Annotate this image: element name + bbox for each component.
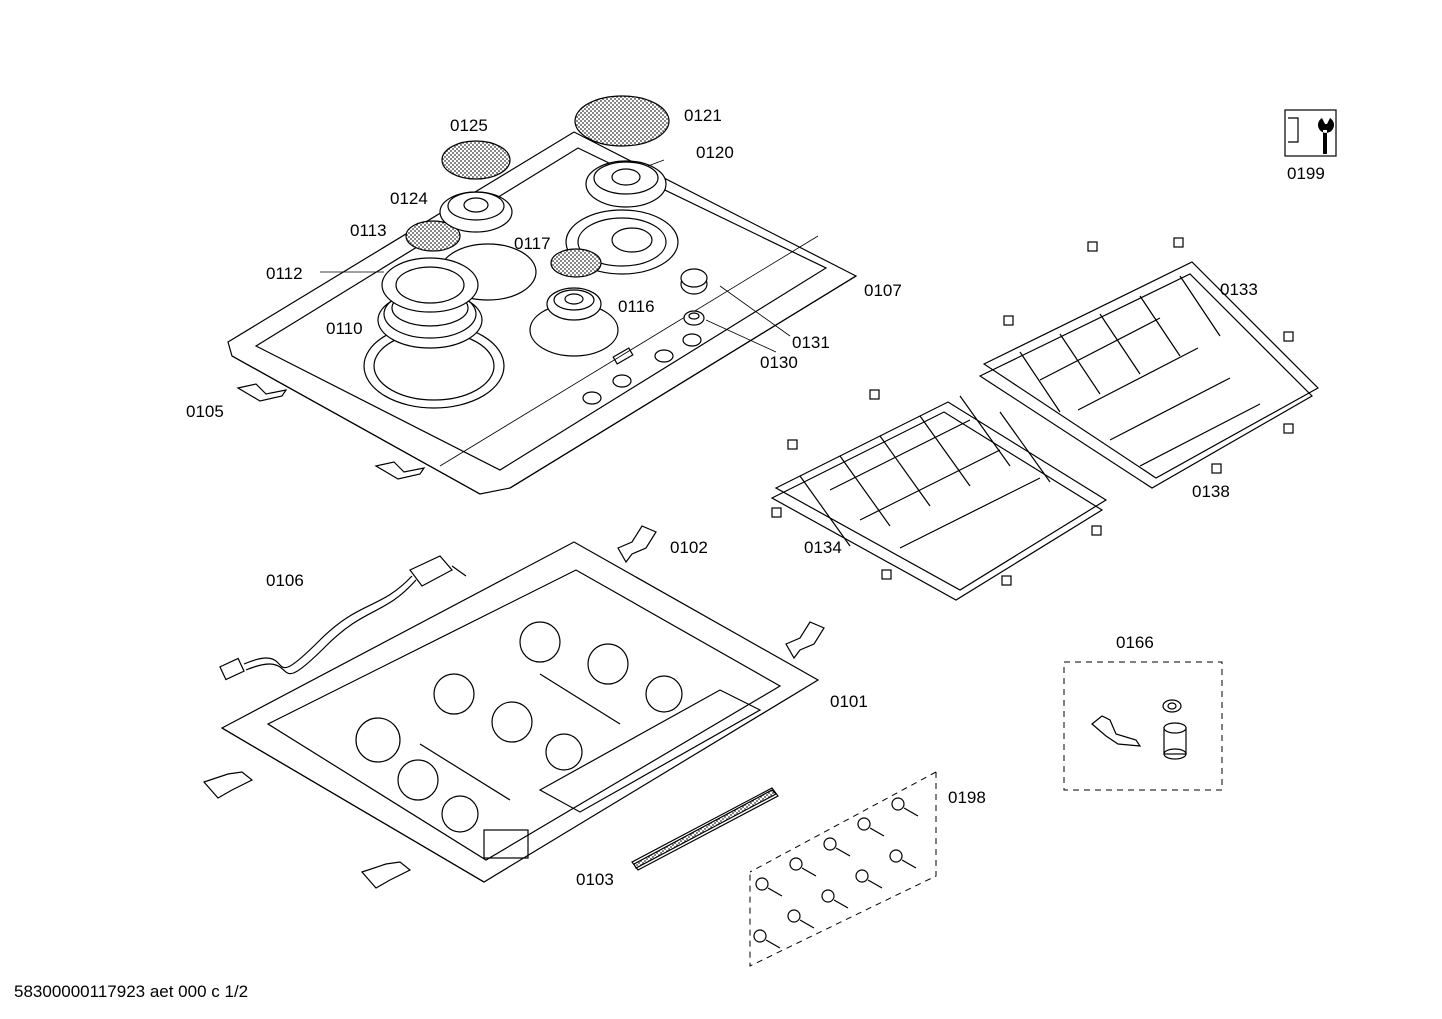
- label-0134: 0134: [804, 538, 842, 557]
- label-0199: 0199: [1287, 164, 1325, 183]
- label-0112: 0112: [266, 264, 303, 283]
- label-0106: 0106: [266, 571, 304, 590]
- label-0113: 0113: [350, 221, 387, 240]
- pan-support-left: [770, 389, 1108, 601]
- wrench-service-icon: [1284, 109, 1337, 157]
- screws-kit: [749, 771, 937, 967]
- label-0102: 0102: [670, 538, 708, 557]
- label-0116: 0116: [618, 297, 655, 316]
- label-0166: 0166: [1116, 633, 1154, 652]
- sealing-strip: [631, 787, 779, 871]
- label-0138: 0138: [1192, 482, 1230, 501]
- label-0107: 0107: [864, 281, 902, 300]
- label-0110: 0110: [326, 319, 363, 338]
- base-tray: [220, 541, 820, 883]
- pan-support-right: [978, 237, 1319, 489]
- label-0131: 0131: [792, 333, 830, 352]
- hob-top-panel: [227, 131, 858, 495]
- label-0198: 0198: [948, 788, 986, 807]
- label-0101: 0101: [830, 692, 868, 711]
- control-knob: [680, 268, 708, 326]
- small-burner: [546, 248, 602, 321]
- fixing-clips-0102: [202, 525, 825, 889]
- label-0121: 0121: [684, 106, 722, 125]
- label-0124: 0124: [390, 189, 428, 208]
- leader-lines-top: [320, 159, 791, 353]
- label-0120: 0120: [696, 143, 734, 162]
- label-0133: 0133: [1220, 280, 1258, 299]
- document-footer: 58300000117923 aet 000 c 1/2: [14, 982, 249, 1001]
- label-0117: 0117: [514, 234, 551, 253]
- medium-burner-right: [574, 95, 670, 208]
- conversion-kit: [1063, 661, 1223, 791]
- part-labels: 0101 0102 0103 0105 0106 0107 0110 0112 …: [186, 106, 1325, 889]
- label-0130: 0130: [760, 353, 798, 372]
- medium-burner-left: [439, 140, 513, 233]
- large-burner-assembly: [377, 220, 483, 349]
- label-0125: 0125: [450, 116, 488, 135]
- power-cable: [219, 555, 467, 681]
- label-0105: 0105: [186, 402, 224, 421]
- fixing-clips-0105: [236, 383, 426, 480]
- label-0103: 0103: [576, 870, 614, 889]
